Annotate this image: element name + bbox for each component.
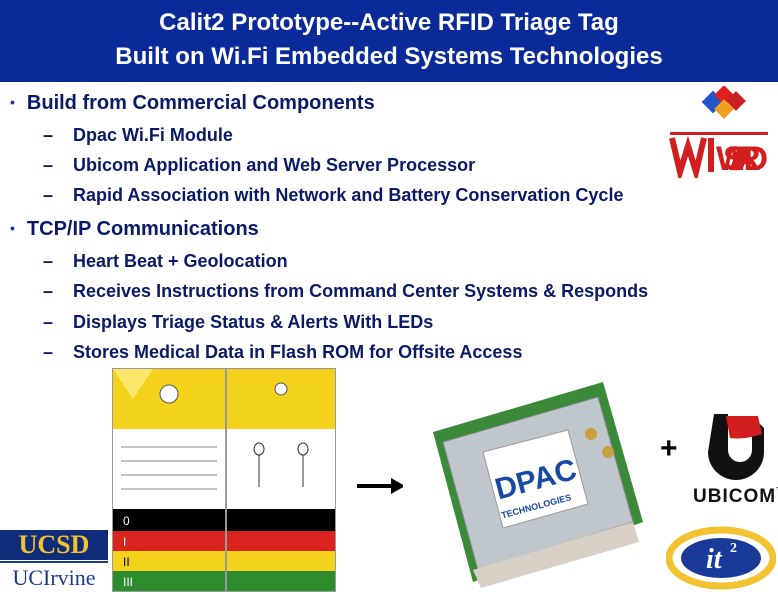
title-line-2: Built on Wi.Fi Embedded Systems Technolo…	[115, 43, 663, 70]
it2-logo-superscript: 2	[730, 541, 737, 556]
sub-bullet-text: Displays Triage Status & Alerts With LED…	[73, 312, 434, 332]
dash: –	[43, 185, 54, 205]
svg-text:III: III	[123, 575, 133, 589]
bullet-dot: •	[10, 94, 15, 110]
bullet-tcpip: • TCP/IP Communications	[10, 218, 259, 241]
dash: –	[43, 155, 54, 175]
sub-bullet-text: Stores Medical Data in Flash ROM for Off…	[73, 342, 523, 362]
sub-bullet-flash-rom: –Stores Medical Data in Flash ROM for Of…	[43, 342, 522, 363]
triage-tag-front: 0 I II III	[112, 368, 226, 592]
arrow-right-icon	[357, 478, 405, 494]
dpac-module-image: DPAC TECHNOLOGIES	[403, 372, 651, 590]
svg-text:I: I	[123, 535, 126, 549]
title-line-1: Calit2 Prototype--Active RFID Triage Tag	[159, 9, 619, 36]
it2-logo: it 2	[666, 526, 776, 590]
dash: –	[43, 125, 54, 145]
ubicom-logo-text: UBICOM™	[693, 486, 778, 508]
sub-bullet-ubicom: –Ubicom Application and Web Server Proce…	[43, 155, 475, 176]
triage-tag-back	[226, 368, 336, 592]
sub-bullet-dpac: –Dpac Wi.Fi Module	[43, 125, 233, 146]
svg-text:II: II	[123, 555, 130, 569]
sub-bullet-text: Ubicom Application and Web Server Proces…	[73, 155, 476, 175]
dash: –	[43, 281, 54, 301]
plus-sign: +	[660, 432, 678, 465]
bullet-dot: •	[10, 220, 15, 236]
wisard-logo-text: W SARD	[716, 140, 768, 178]
ucsd-logo: UCSD	[0, 530, 108, 560]
ucirvine-logo: UCIrvine	[0, 561, 108, 592]
sub-bullet-leds: –Displays Triage Status & Alerts With LE…	[43, 312, 433, 333]
ubicom-name: UBICOM	[693, 486, 777, 507]
dash: –	[43, 312, 54, 332]
sub-bullet-rapid-association: –Rapid Association with Network and Batt…	[43, 185, 623, 206]
dash: –	[43, 251, 54, 271]
trademark-symbol: ™	[776, 486, 778, 497]
sub-bullet-text: Receives Instructions from Command Cente…	[73, 281, 649, 301]
sub-bullet-text: Dpac Wi.Fi Module	[73, 125, 233, 145]
dash: –	[43, 342, 54, 362]
svg-text:0: 0	[123, 514, 130, 528]
wisard-logo: W SARD	[669, 86, 768, 178]
sub-bullet-text: Heart Beat + Geolocation	[73, 251, 288, 271]
bullet-text: TCP/IP Communications	[26, 218, 259, 240]
it2-logo-text: it	[706, 544, 723, 575]
sub-bullet-instructions: –Receives Instructions from Command Cent…	[43, 281, 648, 302]
bullet-commercial-components: • Build from Commercial Components	[10, 92, 375, 115]
sub-bullet-text: Rapid Association with Network and Batte…	[73, 185, 624, 205]
title-bar: Calit2 Prototype--Active RFID Triage Tag…	[0, 0, 778, 82]
ubicom-logo-mark	[708, 414, 764, 480]
bullet-text: Build from Commercial Components	[26, 92, 375, 114]
sub-bullet-heartbeat: –Heart Beat + Geolocation	[43, 251, 288, 272]
